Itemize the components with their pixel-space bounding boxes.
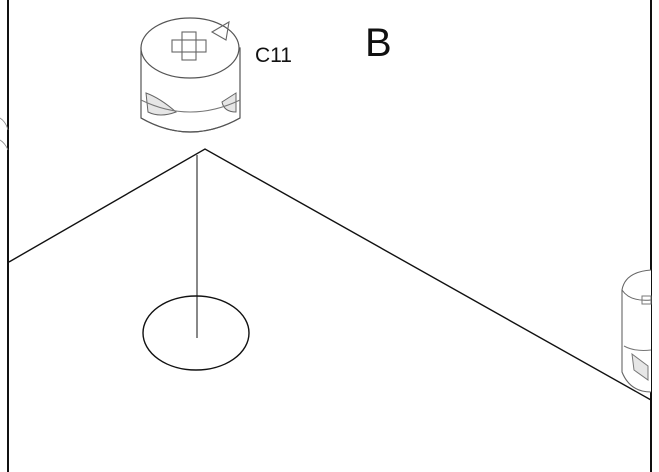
board-outline — [8, 148, 652, 401]
direction-arrow-icon — [210, 20, 230, 41]
cam-lock-partial-right — [621, 269, 652, 393]
part-label: C11 — [255, 44, 292, 67]
step-letter: B — [365, 21, 392, 65]
cross-screw-icon — [171, 31, 207, 61]
cam-lock-fitting — [140, 17, 241, 133]
drill-hole — [142, 295, 250, 371]
